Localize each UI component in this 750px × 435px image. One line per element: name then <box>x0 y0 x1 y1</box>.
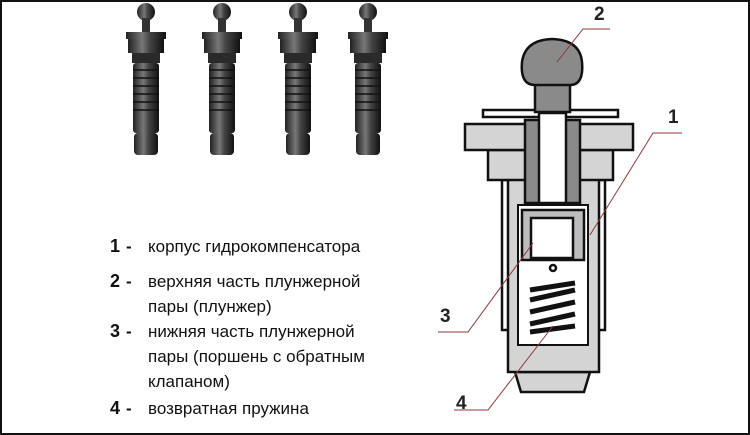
hydraulic-lifters-photo <box>125 2 389 156</box>
legend-number: 4 <box>110 398 121 418</box>
legend-separator: - <box>126 272 132 291</box>
legend-item-1: 1-корпус гидрокомпенсатора <box>110 234 365 259</box>
callout-1: 1 <box>668 107 679 128</box>
leader-lines <box>438 28 682 411</box>
legend-text: верхняя часть плунжерной <box>148 272 361 291</box>
legend-text: возвратная пружина <box>148 399 309 418</box>
legend-text: нижняя часть плунжерной <box>148 322 355 341</box>
callout-3: 3 <box>440 306 451 327</box>
legend-text: пары (плунжер) <box>148 297 272 316</box>
spring <box>529 280 576 335</box>
legend-item-4: 4-возвратная пружина <box>110 396 365 421</box>
legend-separator: - <box>126 399 132 418</box>
legend-item-2: 2-верхняя часть плунжерной <box>110 269 365 294</box>
legend-text: пары (поршень с обратным <box>148 347 365 366</box>
legend-text: корпус гидрокомпенсатора <box>148 237 361 256</box>
callout-2: 2 <box>594 4 605 25</box>
legend: 1-корпус гидрокомпенсатора 2-верхняя час… <box>110 234 365 421</box>
legend-item-3: 3-нижняя часть плунжерной <box>110 319 365 344</box>
legend-number: 2 <box>110 271 121 291</box>
legend-number: 1 <box>110 236 121 256</box>
legend-text: клапаном) <box>148 372 230 391</box>
lifter-cross-section <box>463 37 635 394</box>
legend-number: 3 <box>110 321 121 341</box>
legend-separator: - <box>126 322 132 341</box>
legend-separator: - <box>126 237 132 256</box>
callout-4: 4 <box>456 393 467 414</box>
